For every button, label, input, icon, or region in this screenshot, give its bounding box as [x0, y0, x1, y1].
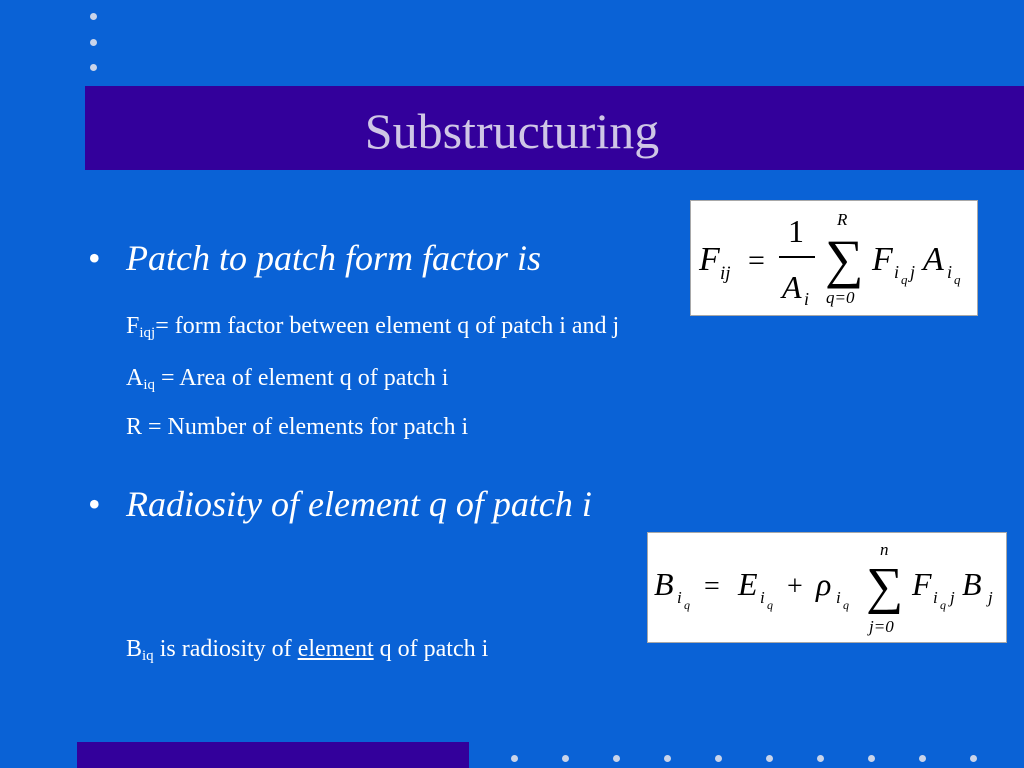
eq2-B-q: q: [684, 598, 690, 612]
equation-form-factor-svg: F ij = 1 A i R ∑ q=0 F i q j A i q: [698, 210, 961, 309]
eq2-B2-j: j: [986, 588, 993, 607]
bullet-text: Patch to patch form factor is: [126, 238, 541, 278]
eq1-sum-top: R: [836, 210, 848, 229]
eq2-rho: ρ: [815, 566, 831, 602]
def-aiq: Aiq = Area of element q of patch i: [126, 365, 449, 393]
eq2-B-i: i: [677, 588, 682, 607]
eq2-plus: +: [787, 571, 803, 602]
equation-radiosity: B i q = E i q + ρ i q n ∑ j=0 F i q j B …: [647, 532, 1007, 643]
eq1-i: i: [804, 289, 809, 309]
eq2-sum-top: n: [880, 540, 889, 559]
eq1-F2: F: [871, 241, 894, 278]
eq2-E: E: [737, 566, 758, 602]
eq2-rho-q: q: [843, 598, 849, 612]
equation-radiosity-svg: B i q = E i q + ρ i q n ∑ j=0 F i q j B …: [654, 540, 993, 636]
eq2-E-q: q: [767, 598, 773, 612]
def-fiqj: Fiqj= form factor between element q of p…: [126, 313, 620, 341]
eq1-ij: ij: [720, 263, 731, 284]
bullet-radiosity: • Radiosity of element q of patch i: [88, 484, 592, 524]
bullet-text: Radiosity of element q of patch i: [126, 484, 592, 524]
eq1-A: A: [780, 269, 802, 305]
def-r: R = Number of elements for patch i: [126, 414, 469, 440]
eq2-F-j: j: [948, 588, 955, 607]
eq2-rho-i: i: [836, 588, 841, 607]
eq1-one: 1: [788, 213, 804, 249]
eq1-A2-q: q: [954, 272, 961, 287]
slide-title: Substructuring: [364, 103, 660, 159]
bullet-mark: •: [88, 238, 101, 278]
decor-dot: [90, 13, 97, 20]
decor-dot: [613, 755, 620, 762]
eq1-F2-q: q: [901, 272, 908, 287]
eq2-equals: =: [704, 571, 720, 602]
decor-dot: [511, 755, 518, 762]
eq1-sum: ∑: [825, 229, 864, 289]
eq2-sum: ∑: [866, 558, 903, 615]
bottom-band: [77, 742, 469, 768]
title-band: [85, 86, 1024, 170]
eq1-F2-j: j: [908, 262, 915, 282]
eq1-A2: A: [921, 241, 944, 278]
decor-dot: [562, 755, 569, 762]
decor-dot: [970, 755, 977, 762]
decor-dot: [868, 755, 875, 762]
decor-dot: [715, 755, 722, 762]
decor-dot: [919, 755, 926, 762]
element-link[interactable]: element: [297, 636, 374, 662]
eq2-E-i: i: [760, 588, 765, 607]
decor-dot: [90, 64, 97, 71]
decor-dot: [817, 755, 824, 762]
eq1-F2-i: i: [894, 262, 899, 282]
eq1-A2-i: i: [947, 262, 952, 282]
eq2-F: F: [911, 566, 932, 602]
eq2-B2: B: [962, 566, 982, 602]
eq2-B: B: [654, 566, 674, 602]
eq1-sum-bottom: q=0: [826, 288, 855, 307]
def-biq: Biq is radiosity of element q of patch i: [126, 636, 489, 664]
bullet-mark: •: [88, 484, 101, 524]
eq2-F-q: q: [940, 598, 946, 612]
decor-dot: [766, 755, 773, 762]
eq1-F: F: [698, 241, 721, 278]
eq2-sum-bottom: j=0: [867, 617, 894, 636]
equation-form-factor: F ij = 1 A i R ∑ q=0 F i q j A i q: [690, 200, 978, 316]
bullet-form-factor: • Patch to patch form factor is: [88, 238, 541, 278]
eq1-equals: =: [748, 244, 765, 277]
eq2-F-i: i: [933, 588, 938, 607]
decor-dot: [664, 755, 671, 762]
decor-dot: [90, 39, 97, 46]
